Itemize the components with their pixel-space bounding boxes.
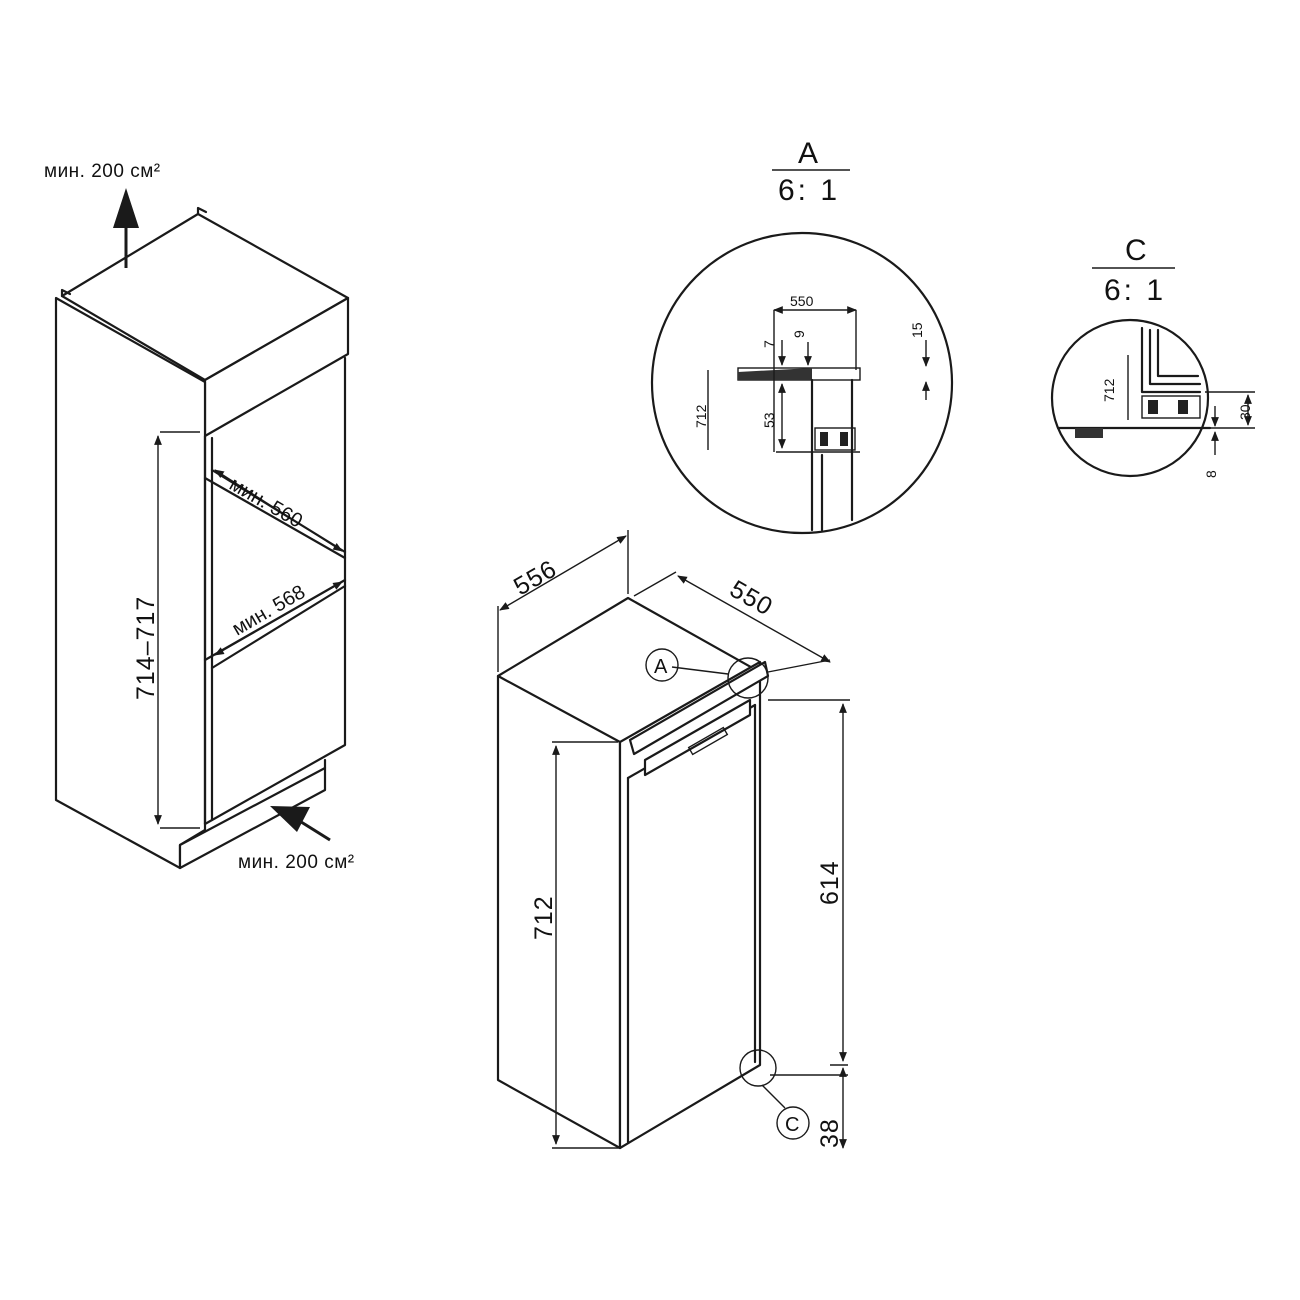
marker-a: A [654,656,668,678]
detail-a-drawing [650,169,954,535]
detail-a-d15: 15 [909,322,925,338]
depth-lower-label: мин. 568 [229,581,310,640]
bottom-offset-label: 38 [816,1118,844,1148]
detail-c-drawing [1050,267,1255,478]
appliance-drawing [496,530,850,1150]
appliance-depth-label: 556 [509,555,562,602]
detail-a-width: 550 [790,293,814,309]
detail-a-d9: 9 [791,330,807,338]
detail-c-d8: 8 [1203,470,1219,478]
detail-a-d53: 53 [761,412,777,428]
cabinet-drawing [54,188,350,870]
bottom-vent-label: мин. 200 см² [238,852,355,873]
detail-c-d712: 712 [1101,378,1117,402]
detail-a-scale: 6: 1 [778,174,840,207]
detail-a-title: A [798,137,821,170]
marker-c: C [785,1114,799,1136]
detail-c-d30: 30 [1237,404,1253,420]
hinge-height-label: 614 [816,860,844,905]
detail-c-title: C [1125,234,1150,267]
depth-upper-label: мин. 560 [226,473,307,532]
niche-height-label: 714–717 [132,596,160,700]
appliance-height-label: 712 [530,895,558,940]
top-vent-label: мин. 200 см² [44,161,161,182]
appliance-width-label: 550 [725,575,778,622]
detail-c-scale: 6: 1 [1104,274,1166,307]
detail-a-d7: 7 [761,340,777,348]
detail-a-d712: 712 [693,404,709,428]
